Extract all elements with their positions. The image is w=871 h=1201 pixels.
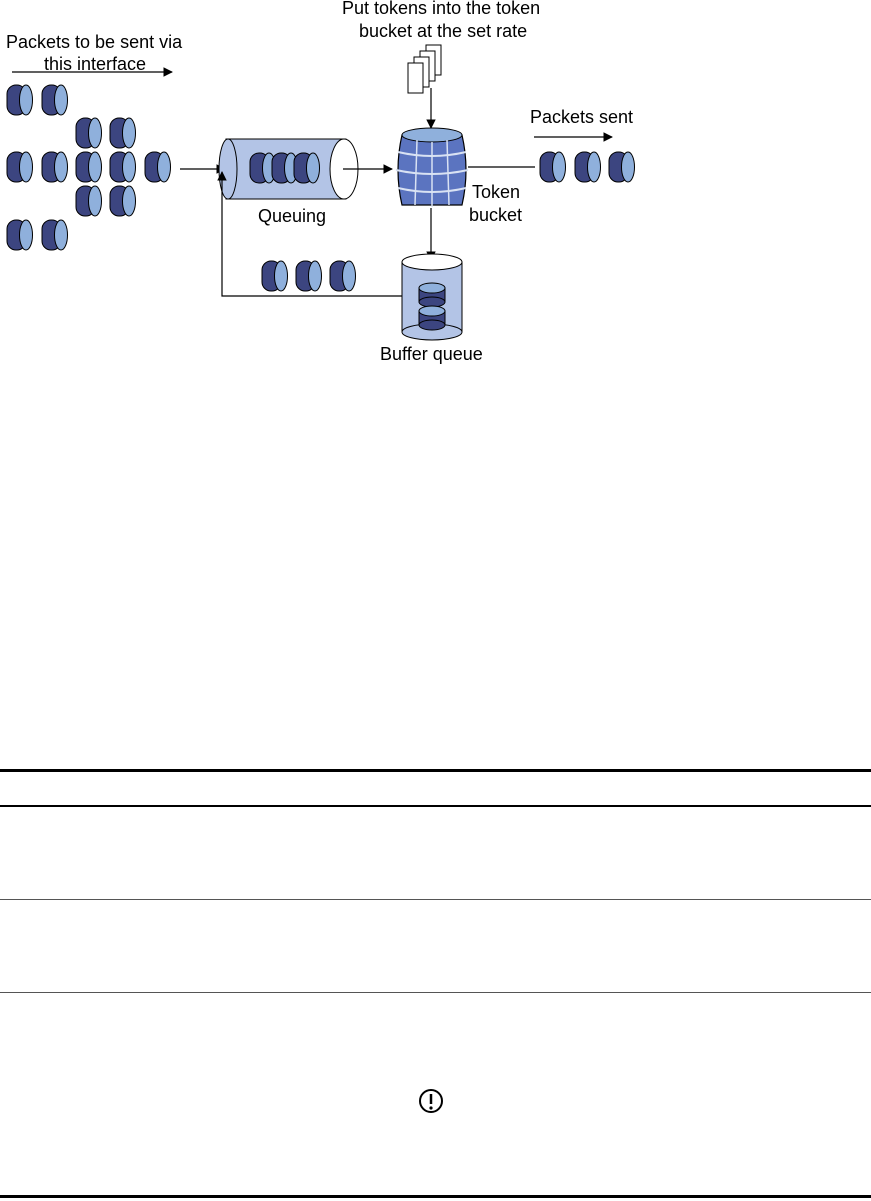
- queuing-cylinder: [218, 138, 359, 200]
- table-header-rule: [0, 805, 871, 807]
- token-bucket-label-line1: Token: [472, 182, 520, 202]
- table-bottom-rule: [0, 1195, 871, 1198]
- table-top-rule: [0, 769, 871, 772]
- tokens-label-line2: bucket at the set rate: [359, 21, 527, 41]
- incoming-packets: [6, 84, 171, 251]
- sent-packets: [539, 151, 635, 183]
- buffer-queue-cylinder: [401, 253, 463, 341]
- table-row-divider-2: [0, 992, 871, 993]
- table-row-divider-1: [0, 899, 871, 900]
- tokens-label-line1: Put tokens into the token: [342, 0, 540, 18]
- input-label-line2: this interface: [44, 54, 146, 74]
- token-bucket-barrel-icon: [395, 127, 469, 207]
- packets-sent-label: Packets sent: [530, 107, 633, 127]
- caution-icon: [419, 1089, 443, 1113]
- returning-packets: [261, 260, 356, 292]
- buffer-queue-label: Buffer queue: [380, 344, 483, 364]
- token-stack-icon: [407, 44, 442, 94]
- queuing-label: Queuing: [258, 206, 326, 226]
- feedback-line: [217, 171, 402, 297]
- input-label-line1: Packets to be sent via: [6, 32, 183, 52]
- token-bucket-label-line2: bucket: [469, 205, 522, 225]
